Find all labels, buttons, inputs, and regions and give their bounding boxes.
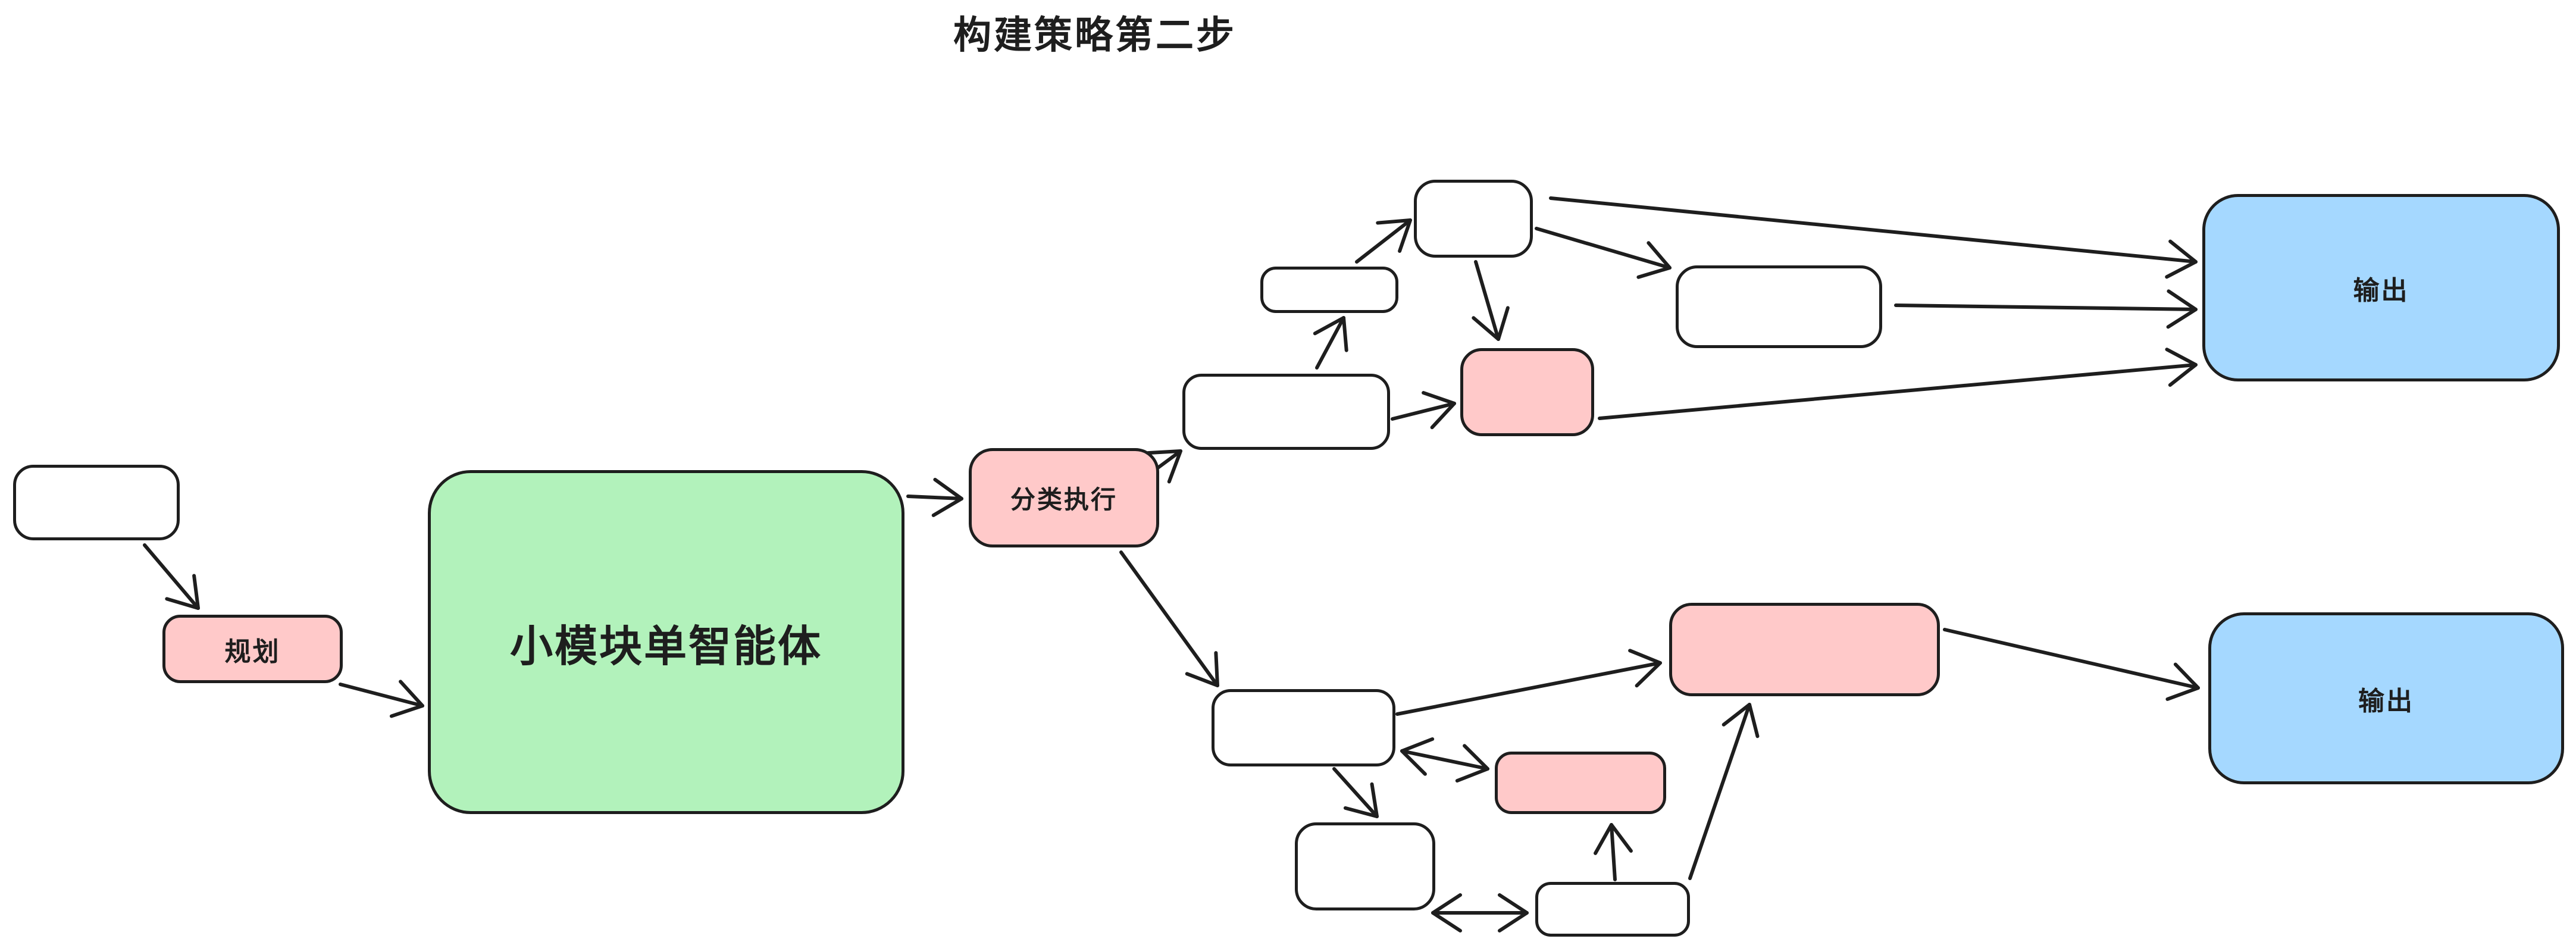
arrow-small-pink-big xyxy=(1688,703,1760,880)
arrow-top-entry-mid xyxy=(1313,316,1348,370)
node-output-top: 输出 xyxy=(2202,194,2560,381)
node-classify: 分类执行 xyxy=(969,448,1159,547)
arrow-bottom-entry-lower xyxy=(1332,767,1379,818)
arrow-classify-top-branch xyxy=(1146,449,1182,484)
node-branch-bottom-lower xyxy=(1295,822,1435,910)
node-plan: 规划 xyxy=(162,615,343,683)
arrow-small-pink-small xyxy=(1594,823,1633,881)
node-branch-bottom-pink-small xyxy=(1495,752,1666,814)
node-output-bottom: 输出 xyxy=(2208,612,2564,784)
node-agent: 小模块单智能体 xyxy=(428,470,904,814)
node-branch-bottom-entry xyxy=(1212,689,1395,766)
arrow-start-plan xyxy=(143,543,200,610)
diagram-title: 构建策略第二步 xyxy=(953,14,1237,58)
arrow-mid-upper xyxy=(1355,218,1412,264)
node-agent-label: 小模块单智能体 xyxy=(509,621,822,671)
node-branch-top-mid xyxy=(1260,267,1398,313)
node-branch-top-pink xyxy=(1460,348,1594,436)
arrow-classify-bottom-branch xyxy=(1119,550,1219,687)
node-branch-top-upper xyxy=(1414,180,1533,258)
node-start xyxy=(13,465,180,540)
node-branch-top-right xyxy=(1676,265,1882,348)
arrow-pink-big-output xyxy=(1943,628,2200,701)
arrow-bottom-entry-pink-small xyxy=(1400,737,1489,783)
arrow-agent-classify xyxy=(906,477,963,517)
arrow-plan-agent xyxy=(339,680,424,718)
node-classify-label: 分类执行 xyxy=(1010,485,1118,514)
arrow-top-entry-pink xyxy=(1391,391,1456,430)
arrow-upper-output xyxy=(1549,196,2198,279)
arrow-upper-pink xyxy=(1472,260,1510,341)
arrow-bottom-entry-pink-big xyxy=(1395,649,1662,716)
node-branch-top-entry xyxy=(1182,374,1390,450)
arrow-upper-right xyxy=(1535,227,1672,279)
node-plan-label: 规划 xyxy=(224,636,281,667)
node-branch-bottom-small xyxy=(1535,882,1690,937)
arrow-top-pink-output xyxy=(1598,348,2198,420)
node-branch-bottom-pink-big xyxy=(1669,603,1940,696)
arrow-right-output xyxy=(1894,289,2198,329)
node-output-top-label: 输出 xyxy=(2353,275,2409,306)
node-output-bottom-label: 输出 xyxy=(2358,686,2414,716)
